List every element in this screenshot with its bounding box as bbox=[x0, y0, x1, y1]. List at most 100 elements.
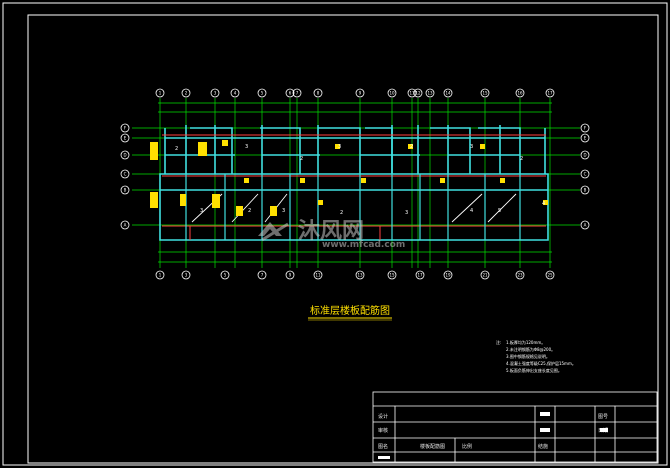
svg-text:E: E bbox=[124, 136, 127, 141]
room-mark: 4 bbox=[542, 201, 545, 207]
grid-bubble-top: 6 bbox=[285, 88, 295, 98]
svg-text:8: 8 bbox=[317, 91, 320, 96]
title-block-review-label: 审核 bbox=[378, 427, 388, 434]
beam-lines bbox=[162, 134, 546, 240]
svg-text:1: 1 bbox=[159, 91, 162, 96]
grid-bubble-left: A bbox=[120, 220, 130, 230]
grid-bubble-bottom: 5 bbox=[220, 270, 230, 280]
room-mark: 3 bbox=[200, 208, 203, 214]
room-mark: 2 bbox=[340, 210, 343, 216]
room-mark: 2 bbox=[248, 208, 251, 214]
svg-text:11: 11 bbox=[409, 91, 415, 96]
inner-frame bbox=[27, 14, 659, 464]
room-mark: 5 bbox=[498, 208, 501, 214]
svg-text:7: 7 bbox=[261, 273, 264, 278]
svg-text:10: 10 bbox=[389, 91, 395, 96]
room-mark: 3 bbox=[282, 208, 285, 214]
grid-bubble-bottom: 7 bbox=[257, 270, 267, 280]
grid-bubble-bottom: 13 bbox=[355, 270, 365, 280]
room-mark: 3 bbox=[338, 144, 341, 150]
svg-text:9: 9 bbox=[289, 273, 292, 278]
room-mark: 2 bbox=[175, 146, 178, 152]
grid-bubble-top: 5 bbox=[257, 88, 267, 98]
svg-text:4: 4 bbox=[234, 91, 237, 96]
svg-text:17: 17 bbox=[547, 91, 553, 96]
svg-text:12: 12 bbox=[415, 91, 421, 96]
grid-bubble-top: 8 bbox=[313, 88, 323, 98]
grid-bubble-top: 3 bbox=[210, 88, 220, 98]
room-mark: 4 bbox=[470, 208, 473, 214]
note-line: 3.图中钢筋规格见说明。 bbox=[506, 353, 550, 359]
svg-text:1: 1 bbox=[159, 273, 162, 278]
title-block-design-label: 设计 bbox=[378, 413, 388, 420]
grid-bubble-top: 13 bbox=[425, 88, 435, 98]
room-mark: 3 bbox=[470, 144, 473, 150]
grid-bubble-right: D bbox=[580, 150, 590, 160]
svg-text:A: A bbox=[124, 223, 127, 228]
svg-text:9: 9 bbox=[359, 91, 362, 96]
grid-bubble-top: 16 bbox=[515, 88, 525, 98]
room-mark: 2 bbox=[520, 156, 523, 162]
grid-bubble-bottom: 25 bbox=[545, 270, 555, 280]
grid-bubble-top: 11 bbox=[407, 88, 417, 98]
watermark-logo-icon bbox=[258, 222, 289, 242]
note-line: 4.混凝土强度等级C25,保护层15mm。 bbox=[506, 360, 576, 366]
notes-heading: 注: bbox=[496, 339, 501, 345]
grid-bubble-bottom: 1 bbox=[155, 270, 165, 280]
grid-bubble-left: E bbox=[120, 133, 130, 143]
grid-bubble-top: 7 bbox=[292, 88, 302, 98]
note-line: 1.板厚均为120mm。 bbox=[506, 339, 545, 345]
svg-text:14: 14 bbox=[445, 91, 451, 96]
svg-text:13: 13 bbox=[357, 273, 363, 278]
svg-text:A: A bbox=[584, 223, 587, 228]
svg-text:D: D bbox=[583, 153, 586, 158]
dimension-lines-top bbox=[158, 102, 552, 113]
title-block-name-label: 图名 bbox=[378, 443, 388, 450]
svg-text:5: 5 bbox=[224, 273, 227, 278]
grid-bubble-left: C bbox=[120, 169, 130, 179]
title-block-number-label: 图号 bbox=[598, 414, 608, 420]
grid-bubble-top: 4 bbox=[230, 88, 240, 98]
svg-text:7: 7 bbox=[296, 91, 299, 96]
svg-text:5: 5 bbox=[261, 91, 264, 96]
dimension-lines-bottom bbox=[158, 251, 552, 263]
grid-bubble-right: B bbox=[580, 185, 590, 195]
grid-bubble-bottom: 21 bbox=[480, 270, 490, 280]
title-block-text: 设计 审核 图名 楼板配筋图 比例 图号 日期 结施 bbox=[378, 413, 608, 450]
grid-bubble-top: 2 bbox=[181, 88, 191, 98]
svg-text:C: C bbox=[124, 172, 127, 177]
svg-text:B: B bbox=[124, 188, 127, 193]
grid-bubble-top: 12 bbox=[413, 88, 423, 98]
grid-bubble-bottom: 23 bbox=[515, 270, 525, 280]
svg-text:25: 25 bbox=[547, 273, 553, 278]
svg-text:21: 21 bbox=[482, 273, 488, 278]
svg-text:2: 2 bbox=[185, 91, 188, 96]
watermark-url: www.mfcad.com bbox=[322, 240, 405, 250]
grid-bubble-right: A bbox=[580, 220, 590, 230]
svg-text:13: 13 bbox=[427, 91, 433, 96]
watermark-brand: 沐风网 bbox=[298, 219, 364, 244]
room-mark: 2 bbox=[300, 156, 303, 162]
general-notes: 注: 1.板厚均为120mm。 2.未注明钢筋为Φ8@200。 3.图中钢筋规格… bbox=[496, 339, 576, 373]
grid-bubble-top: 1 bbox=[155, 88, 165, 98]
grid-bubble-left: F bbox=[120, 123, 130, 133]
drawing-title: 标准层楼板配筋图 bbox=[310, 304, 390, 317]
grid-bubble-bottom: 9 bbox=[285, 270, 295, 280]
svg-text:11: 11 bbox=[315, 273, 321, 278]
svg-text:E: E bbox=[584, 136, 587, 141]
grid-bubble-top: 14 bbox=[443, 88, 453, 98]
title-block-scale-label: 比例 bbox=[462, 443, 472, 450]
svg-text:19: 19 bbox=[445, 273, 451, 278]
grid-bubble-right: F bbox=[580, 123, 590, 133]
svg-text:D: D bbox=[123, 153, 126, 158]
title-block-name-value: 楼板配筋图 bbox=[420, 443, 445, 450]
grid-bubble-bottom: 3 bbox=[181, 270, 191, 280]
svg-text:17: 17 bbox=[417, 273, 423, 278]
